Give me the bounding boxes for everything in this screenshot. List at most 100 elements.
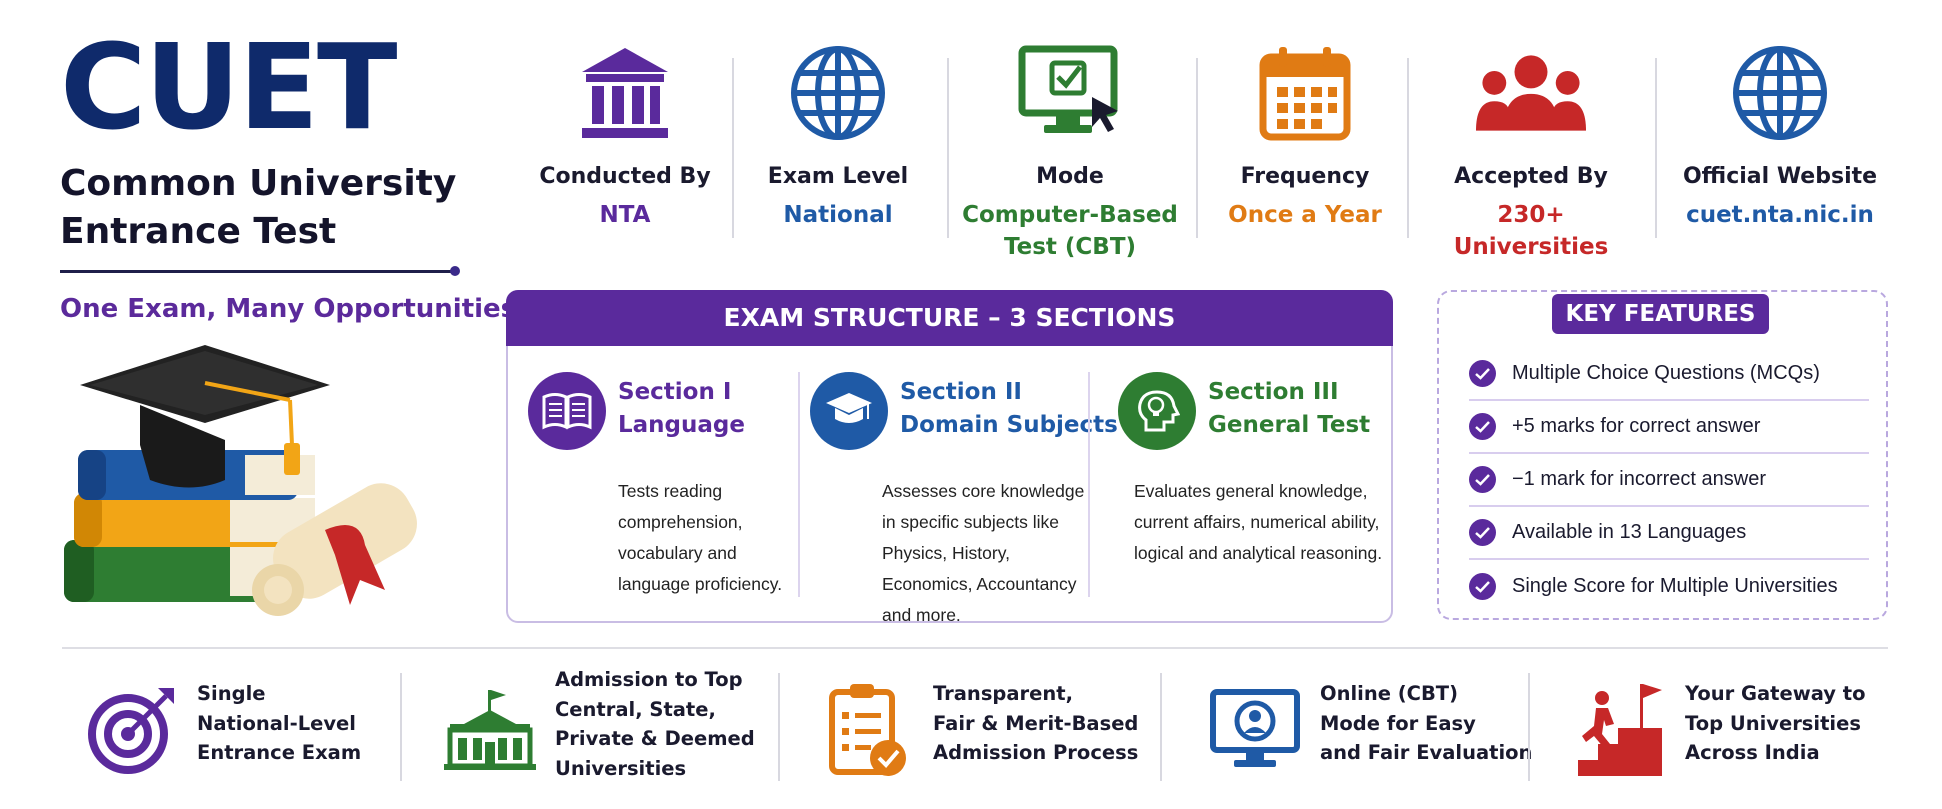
stat-exam-level: Exam Level National bbox=[723, 38, 953, 231]
graduation-cap-icon bbox=[810, 372, 888, 450]
section-title: Section II Domain Subjects bbox=[900, 376, 1118, 442]
key-features-heading: KEY FEATURES bbox=[1552, 294, 1769, 334]
benefit-item: Single National-Level Entrance Exam bbox=[82, 665, 382, 795]
globe-icon bbox=[1725, 38, 1835, 148]
benefit-text: Online (CBT) Mode for Easy and Fair Eval… bbox=[1320, 682, 1533, 764]
feature-text: +5 marks for correct answer bbox=[1512, 415, 1761, 437]
stat-conducted-by: Conducted By NTA bbox=[510, 38, 740, 231]
books-graduation-illustration bbox=[64, 345, 417, 616]
monitor-user-icon bbox=[1205, 680, 1305, 780]
benefit-text: Your Gateway to Top Universities Across … bbox=[1685, 682, 1866, 764]
stat-value: National bbox=[723, 199, 953, 231]
computer-check-icon bbox=[1015, 38, 1125, 148]
institution-icon bbox=[570, 38, 680, 148]
stat-value-line-1: 230+ bbox=[1497, 202, 1565, 228]
stairs-flag-icon bbox=[1570, 680, 1670, 780]
feature-text: Multiple Choice Questions (MCQs) bbox=[1512, 362, 1820, 384]
calendar-icon bbox=[1250, 38, 1360, 148]
stat-label: Mode bbox=[1036, 164, 1104, 189]
list-item: −1 mark for incorrect answer bbox=[1469, 454, 1869, 507]
official-website-link[interactable]: cuet.nta.nic.in bbox=[1665, 199, 1895, 231]
section-description: Evaluates general knowledge, current aff… bbox=[1134, 481, 1383, 563]
section-name: Domain Subjects bbox=[900, 412, 1118, 438]
benefit-item: Your Gateway to Top Universities Across … bbox=[1570, 665, 1900, 795]
stat-label: Exam Level bbox=[767, 164, 909, 189]
stat-value-line-1: National bbox=[783, 202, 893, 228]
section-name: Language bbox=[618, 412, 745, 438]
stat-value: NTA bbox=[510, 199, 740, 231]
feature-text: −1 mark for incorrect answer bbox=[1512, 468, 1766, 490]
divider bbox=[400, 673, 402, 781]
stat-label: Frequency bbox=[1240, 164, 1370, 189]
stat-label: Conducted By bbox=[539, 164, 711, 189]
exam-stats-bar: Conducted By NTA Exam Level National Mod… bbox=[510, 38, 1910, 268]
divider bbox=[732, 58, 734, 238]
benefit-item: Admission to Top Central, State, Private… bbox=[440, 665, 770, 795]
key-features-panel: KEY FEATURES Multiple Choice Questions (… bbox=[1437, 290, 1888, 620]
hero-divider bbox=[60, 270, 454, 273]
stat-value-line-1: Once a Year bbox=[1228, 202, 1382, 228]
page-subtitle: Common University Entrance Test bbox=[60, 160, 490, 256]
graduation-cap-icon bbox=[80, 345, 330, 488]
check-circle-icon bbox=[1469, 573, 1496, 600]
section-name: General Test bbox=[1208, 412, 1371, 438]
benefit-item: Transparent, Fair & Merit-Based Admissio… bbox=[818, 665, 1158, 795]
divider bbox=[798, 372, 800, 597]
stat-value-line-1: NTA bbox=[599, 202, 651, 228]
hero: CUET Common University Entrance Test One… bbox=[60, 18, 528, 324]
benefits-bar: Single National-Level Entrance Exam Admi… bbox=[0, 665, 1942, 805]
divider bbox=[778, 673, 780, 781]
check-circle-icon bbox=[1469, 413, 1496, 440]
divider bbox=[1088, 372, 1090, 597]
divider bbox=[1655, 58, 1657, 238]
list-item: Single Score for Multiple Universities bbox=[1469, 560, 1869, 613]
benefit-item: Online (CBT) Mode for Easy and Fair Eval… bbox=[1205, 665, 1532, 795]
hero-divider-dot bbox=[450, 266, 460, 276]
stat-value-line-2: Universities bbox=[1453, 234, 1609, 260]
stat-frequency: Frequency Once a Year bbox=[1190, 38, 1420, 231]
stat-value-line-1[interactable]: cuet.nta.nic.in bbox=[1686, 202, 1874, 228]
university-building-icon bbox=[440, 680, 540, 780]
page-title: CUET bbox=[60, 18, 398, 156]
key-features-list: Multiple Choice Questions (MCQs) +5 mark… bbox=[1469, 348, 1869, 613]
divider bbox=[947, 58, 949, 238]
stat-accepted-by: Accepted By 230+ Universities bbox=[1416, 38, 1646, 263]
list-item: Multiple Choice Questions (MCQs) bbox=[1469, 348, 1869, 401]
divider bbox=[1528, 673, 1530, 781]
diploma-scroll-icon bbox=[252, 483, 417, 616]
exam-structure-panel: EXAM STRUCTURE – 3 SECTIONS Section I La… bbox=[506, 290, 1393, 625]
stat-value-line-1: Computer-Based bbox=[962, 202, 1178, 228]
stat-official-website: Official Website cuet.nta.nic.in bbox=[1665, 38, 1895, 231]
clipboard-check-icon bbox=[818, 680, 918, 780]
users-icon bbox=[1476, 38, 1586, 148]
yellow-book-icon bbox=[74, 493, 315, 547]
section-title: Section I Language bbox=[618, 376, 745, 442]
list-item: +5 marks for correct answer bbox=[1469, 401, 1869, 454]
globe-icon bbox=[783, 38, 893, 148]
divider bbox=[1160, 673, 1162, 781]
divider bbox=[1196, 58, 1198, 238]
stat-label: Accepted By bbox=[1454, 164, 1608, 189]
benefit-text: Transparent, Fair & Merit-Based Admissio… bbox=[933, 682, 1139, 764]
divider bbox=[62, 647, 1888, 649]
tagline: One Exam, Many Opportunities! bbox=[60, 294, 528, 324]
exam-structure-heading: EXAM STRUCTURE – 3 SECTIONS bbox=[506, 290, 1393, 346]
check-circle-icon bbox=[1469, 466, 1496, 493]
list-item: Available in 13 Languages bbox=[1469, 507, 1869, 560]
stat-label: Official Website bbox=[1682, 164, 1878, 189]
book-icon bbox=[528, 372, 606, 450]
check-circle-icon bbox=[1469, 519, 1496, 546]
section-number: Section I bbox=[618, 379, 732, 405]
benefit-text: Single National-Level Entrance Exam bbox=[197, 682, 362, 764]
stat-value-line-2: Test (CBT) bbox=[1003, 234, 1137, 260]
check-circle-icon bbox=[1469, 360, 1496, 387]
subtitle-line-1: Common University bbox=[60, 163, 457, 204]
divider bbox=[1407, 58, 1409, 238]
benefit-text: Admission to Top Central, State, Private… bbox=[555, 668, 755, 780]
feature-text: Single Score for Multiple Universities bbox=[1512, 575, 1838, 597]
target-icon bbox=[82, 680, 182, 780]
section-title: Section III General Test bbox=[1208, 376, 1370, 442]
section-description: Tests reading comprehension, vocabulary … bbox=[618, 481, 783, 594]
subtitle-line-2: Entrance Test bbox=[60, 211, 337, 252]
